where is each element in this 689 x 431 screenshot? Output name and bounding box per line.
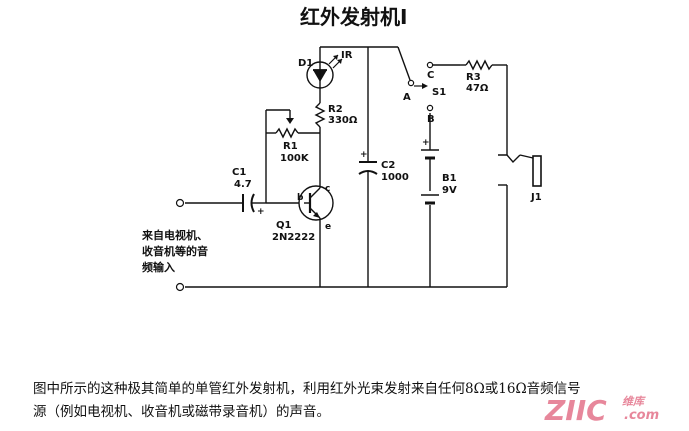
r3-ref: R3 — [466, 72, 481, 83]
watermark-cn: 维库 — [622, 395, 646, 408]
caption-line-1: 图中所示的这种极其简单的单管红外发射机，利用红外光束发射来自任何8Ω或16Ω音频… — [33, 381, 581, 397]
watermark-text: ZIIC — [544, 394, 607, 427]
b1-plus: + — [422, 138, 430, 148]
input-terminal-signal — [175, 198, 185, 208]
c2-capacitor — [358, 161, 378, 175]
r1-ref: R1 — [283, 141, 298, 152]
b1-battery — [421, 149, 439, 205]
q1-pin-e: e — [325, 222, 331, 232]
watermark-sub: .com — [624, 408, 659, 423]
caption-line-2: 源（例如电视机、收音机或磁带录音机）的声音。 — [33, 404, 330, 420]
diagram-title: 红外发射机Ⅰ — [300, 5, 407, 29]
q1-value: 2N2222 — [272, 232, 315, 243]
b1-value: 9V — [442, 185, 457, 196]
s1-pos-a: A — [403, 92, 411, 103]
r1-value: 100K — [280, 153, 310, 164]
input-label-line-2: 收音机等的音 — [142, 244, 208, 258]
c1-plus: + — [257, 207, 265, 217]
q1-pin-b: b — [297, 193, 304, 203]
d1-ref: D1 — [298, 58, 313, 69]
c2-ref: C2 — [381, 160, 395, 171]
q1-transistor — [298, 175, 334, 222]
s1-pos-b: B — [427, 114, 435, 125]
b1-ref: B1 — [442, 173, 457, 184]
r2-value: 330Ω — [328, 115, 358, 126]
s1-switch — [407, 61, 434, 112]
watermark-logo: ZIIC 维库 .com — [544, 394, 659, 427]
r3-value: 47Ω — [466, 83, 489, 94]
wires — [185, 46, 521, 288]
q1-ref: Q1 — [276, 220, 292, 231]
j1-jack — [519, 154, 542, 187]
caption: 图中所示的这种极其简单的单管红外发射机，利用红外光束发射来自任何8Ω或16Ω音频… — [33, 378, 683, 424]
r2-ref: R2 — [328, 104, 343, 115]
c2-value: 1000 — [381, 172, 409, 183]
input-terminal-ground — [175, 282, 185, 292]
input-label-line-3: 频输入 — [142, 260, 175, 274]
s1-ref: S1 — [432, 87, 446, 98]
c2-plus: + — [360, 150, 368, 160]
input-label-line-1: 来自电视机、 — [141, 228, 208, 242]
q1-pin-c: c — [325, 184, 330, 194]
c1-capacitor — [242, 193, 255, 213]
r1-wiper-arrow — [286, 118, 294, 124]
d1-value: IR — [341, 50, 353, 61]
c1-value: 4.7 — [234, 179, 252, 190]
c1-ref: C1 — [232, 167, 246, 178]
d1-led — [306, 54, 343, 89]
s1-pos-c: C — [427, 70, 434, 81]
j1-ref: J1 — [530, 192, 542, 203]
